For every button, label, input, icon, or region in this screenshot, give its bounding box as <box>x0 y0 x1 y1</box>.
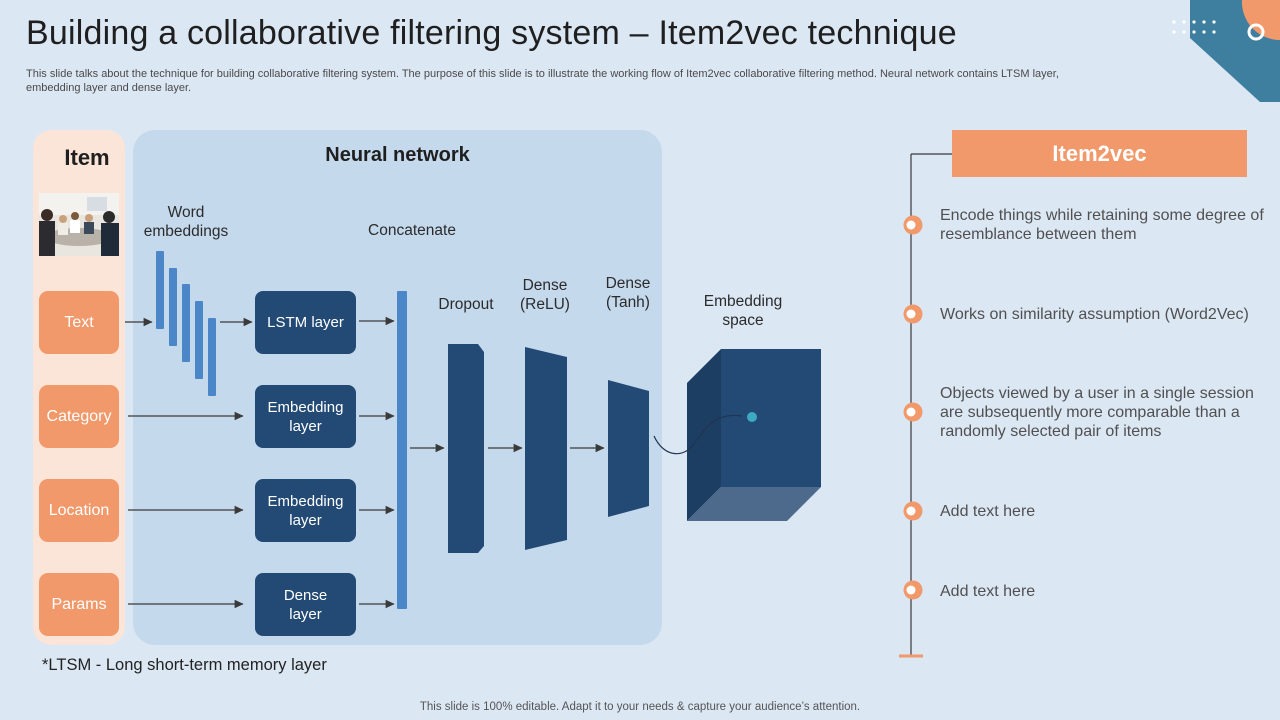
embedding-layer-box-1: Embedding layer <box>255 385 356 448</box>
concatenate-label: Concatenate <box>368 222 456 239</box>
embedding-point <box>747 412 757 422</box>
embedding-space-label-line1: Embedding <box>703 293 783 310</box>
lstm-layer-line1: LSTM layer <box>267 314 344 331</box>
embedding-layer-2-line1: Embedding <box>267 492 344 510</box>
meeting-photo-icon <box>39 193 119 256</box>
slide-description: This slide talks about the technique for… <box>26 68 1059 94</box>
word-embeddings-label: Word embeddings <box>143 204 229 240</box>
neural-network-title: Neural network <box>325 144 470 166</box>
word-embedding-bar-2 <box>169 268 177 346</box>
word-embedding-bar-4 <box>195 301 203 379</box>
item2vec-point-2: Works on similarity assumption (Word2Vec… <box>940 306 1249 323</box>
dense-tanh-label-line1: Dense <box>605 275 651 292</box>
embedding-space-label-line2: space <box>722 312 764 329</box>
embedding-layer-box-2: Embedding layer <box>255 479 356 542</box>
dropout-layer <box>448 344 484 553</box>
item2vec-header: Item2vec <box>952 130 1247 177</box>
item-input-location: Location <box>39 479 119 542</box>
corner-decoration-icon <box>1172 0 1280 102</box>
dense-relu-label: Dense (ReLU) <box>505 276 585 314</box>
footer-text: This slide is 100% editable. Adapt it to… <box>419 701 861 713</box>
item-input-category: Category <box>39 385 119 448</box>
embedding-space-label: Embedding space <box>688 292 798 330</box>
item2vec-point-3: Objects viewed by a user in a single ses… <box>940 385 1254 440</box>
embedding-cube-bottom <box>687 487 821 521</box>
dense-relu-label-line2: (ReLU) <box>520 296 570 313</box>
embedding-curve <box>653 414 743 455</box>
item-panel-title: Item <box>64 145 110 170</box>
footnote: *LTSM - Long short-term memory layer <box>42 656 327 674</box>
word-embedding-bar-1 <box>156 251 164 329</box>
slide-title: Building a collaborative filtering syste… <box>26 14 957 52</box>
item-input-text: Text <box>39 291 119 354</box>
dense-layer-box: Dense layer <box>255 573 356 636</box>
dense-tanh-label-line2: (Tanh) <box>606 294 650 311</box>
dense-layer-line1: Dense <box>283 586 328 604</box>
timeline-bullet-4 <box>903 501 923 521</box>
lstm-layer-box: LSTM layer <box>255 291 356 354</box>
item2vec-point-5: Add text here <box>940 583 1036 600</box>
concatenate-bar <box>397 291 407 609</box>
timeline-bullet-1 <box>903 215 923 235</box>
dropout-label: Dropout <box>438 296 494 313</box>
item2vec-point-4: Add text here <box>940 503 1036 520</box>
item2vec-point-1: Encode things while retaining some degre… <box>940 207 1264 243</box>
embedding-layer-1-line2: layer <box>289 417 322 435</box>
timeline-bullet-3 <box>903 402 923 422</box>
dense-layer-line2: layer <box>289 605 322 623</box>
dense-tanh-label: Dense (Tanh) <box>588 274 668 312</box>
dense-tanh-layer <box>608 380 649 517</box>
timeline-bullet-2 <box>903 304 923 324</box>
embedding-layer-2-line2: layer <box>289 511 322 529</box>
word-embedding-bar-3 <box>182 284 190 362</box>
embedding-cube-front <box>721 349 821 487</box>
embedding-layer-1-line1: Embedding <box>267 398 344 416</box>
timeline-bullets <box>903 215 923 600</box>
word-embedding-bar-5 <box>208 318 216 396</box>
timeline-bullet-5 <box>903 580 923 600</box>
dense-relu-layer <box>525 347 567 550</box>
dense-relu-label-line1: Dense <box>522 277 568 294</box>
item-input-params: Params <box>39 573 119 636</box>
embedding-cube-side <box>687 349 721 521</box>
